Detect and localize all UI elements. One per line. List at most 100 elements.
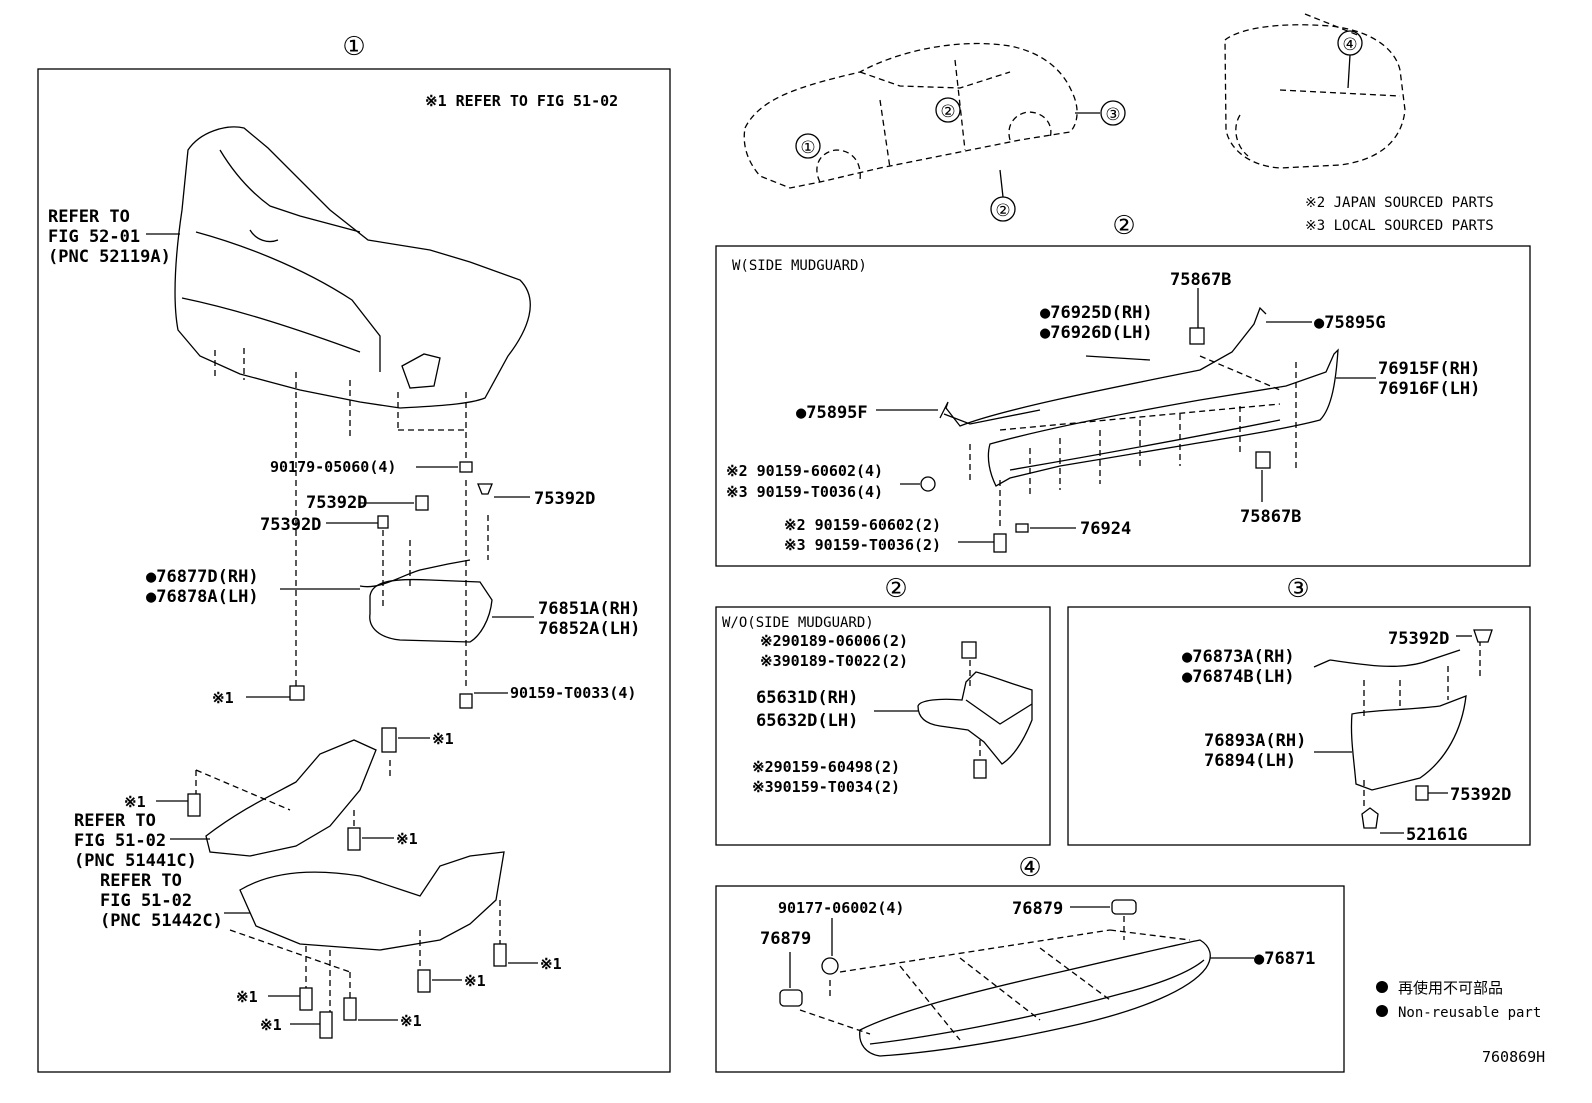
note-refer-fig-51-02: ※1 REFER TO FIG 51-02: [425, 92, 618, 110]
car-section-callouts: [795, 30, 1363, 222]
section-markers: ① ② ② ③ ④: [342, 32, 1309, 883]
panel-rear-mudguard-frame: [1067, 606, 1531, 846]
wo-mudguard-guides: [969, 660, 981, 760]
under-cover-guides: [195, 760, 501, 1020]
part-76851a: 76851A(RH): [538, 599, 640, 619]
ref-mark-1-g: ※1: [236, 988, 258, 1006]
part-75867b-top: 75867B: [1170, 270, 1231, 290]
part-90159-t0036-2: ※3 90159-T0036(2): [784, 536, 941, 554]
wo-mudguard-labels: W/O(SIDE MUDGUARD) ※290189-06006(2) ※390…: [722, 615, 908, 796]
under-cover-drawing: [205, 739, 505, 951]
legend-dot-en: [1376, 1005, 1388, 1017]
legend: 再使用不可部品 Non-reusable part 760869H: [1376, 979, 1545, 1066]
car-side-illustration: [743, 42, 1078, 189]
part-90159-60498: ※290159-60498(2): [752, 758, 900, 776]
part-75895g: ●75895G: [1314, 313, 1386, 333]
part-90159-t0034: ※390159-T0034(2): [752, 778, 900, 796]
part-65632d: 65632D(LH): [756, 711, 858, 731]
ref-fig-51441c-line1: REFER TO: [74, 811, 156, 831]
section-marker-2-side: ②: [1112, 211, 1135, 241]
ref-fig-51441c-line3: (PNC 51441C): [74, 851, 197, 871]
rear-mudguard-guides: [1363, 640, 1481, 810]
panel-front-bumper-frame: [37, 68, 671, 1073]
part-90159-60602-4: ※2 90159-60602(4): [726, 462, 883, 480]
side-mudguard-labels: W(SIDE MUDGUARD) 75867B ●76925D(RH) ●769…: [726, 258, 1480, 554]
part-75392d-rear-top: 75392D: [1388, 629, 1449, 649]
part-52161g: 52161G: [1406, 825, 1467, 845]
front-bumper-drawing: [174, 126, 531, 409]
part-75392d-rear-bottom: 75392D: [1450, 785, 1511, 805]
part-76894: 76894(LH): [1204, 751, 1296, 771]
wo-mudguard-fasteners: [961, 641, 987, 779]
part-76925d: ●76925D(RH): [1040, 303, 1153, 323]
part-76879-left: 76879: [760, 929, 811, 949]
ref-fig-52-01-line3: (PNC 52119A): [48, 247, 171, 267]
section-marker-2-wo: ②: [884, 574, 907, 604]
legend-dot-jp: [1376, 981, 1388, 993]
ref-mark-1-i: ※1: [400, 1012, 422, 1030]
side-mudguard-leaders: [876, 288, 1376, 543]
part-76879-right: 76879: [1012, 899, 1063, 919]
part-90159-t0036-4: ※3 90159-T0036(4): [726, 483, 883, 501]
car-callout-4: ④: [1342, 35, 1357, 55]
part-76924: 76924: [1080, 519, 1131, 539]
front-bumper-guides: [214, 348, 489, 700]
ref-mark-1-d: ※1: [396, 830, 418, 848]
ref-fig-51442c-line3: (PNC 51442C): [100, 911, 223, 931]
rear-mudguard-leaders: [1313, 635, 1472, 834]
front-leaders: [146, 233, 538, 1025]
part-76877d: ●76877D(RH): [146, 567, 259, 587]
part-76873a: ●76873A(RH): [1182, 647, 1295, 667]
part-75867b-bottom: 75867B: [1240, 507, 1301, 527]
legend-label-jp: 再使用不可部品: [1398, 979, 1503, 997]
part-76915f: 76915F(RH): [1378, 359, 1480, 379]
legend-label-en: Non-reusable part: [1398, 1005, 1541, 1021]
rear-mudguard-fasteners: [1361, 629, 1493, 829]
panel-without-mudguard-frame: [715, 606, 1051, 846]
side-mudguard-drawing: [939, 306, 1339, 487]
figure-id: 760869H: [1482, 1048, 1545, 1066]
part-90179-05060: 90179-05060(4): [270, 458, 396, 476]
part-76871: ●76871: [1254, 949, 1315, 969]
note-local-sourced: ※3 LOCAL SOURCED PARTS: [1305, 218, 1494, 234]
panel-rear-spoiler-frame: [715, 885, 1345, 1073]
wo-mudguard-drawing: [917, 671, 1033, 765]
panel-title-with-mudguard: W(SIDE MUDGUARD): [732, 258, 867, 274]
section-marker-1: ①: [342, 32, 365, 62]
car-callout-2a: ②: [940, 102, 955, 122]
part-76926d: ●76926D(LH): [1040, 323, 1153, 343]
part-90189-t0022: ※390189-T0022(2): [760, 652, 908, 670]
part-65631d: 65631D(RH): [756, 688, 858, 708]
ref-fig-51441c-line2: FIG 51-02: [74, 831, 166, 851]
part-76916f: 76916F(LH): [1378, 379, 1480, 399]
section-marker-4: ④: [1018, 853, 1041, 883]
rear-spoiler-drawing: [859, 939, 1211, 1057]
note-japan-sourced: ※2 JAPAN SOURCED PARTS: [1305, 195, 1494, 211]
part-90177-06002: 90177-06002(4): [778, 899, 904, 917]
front-labels: REFER TO FIG 52-01 (PNC 52119A) 90179-05…: [48, 207, 640, 1034]
part-90159-t0033: 90159-T0033(4): [510, 684, 636, 702]
rear-spoiler-labels: 90177-06002(4) 76879 76879 ●76871: [760, 899, 1315, 969]
car-callout-2b: ②: [995, 201, 1010, 221]
rear-mudguard-labels: 75392D ●76873A(RH) ●76874B(LH) 76893A(RH…: [1182, 629, 1511, 845]
rear-spoiler-fasteners: [779, 899, 1137, 1007]
notes: ※1 REFER TO FIG 51-02 ※2 JAPAN SOURCED P…: [425, 92, 1494, 234]
ref-mark-1-c: ※1: [124, 793, 146, 811]
part-76893a: 76893A(RH): [1204, 731, 1306, 751]
ref-fig-52-01-line2: FIG 52-01: [48, 227, 140, 247]
part-76878a: ●76878A(LH): [146, 587, 259, 607]
ref-fig-51442c-line1: REFER TO: [100, 871, 182, 891]
panel-side-mudguard-frame: [715, 245, 1531, 567]
part-75895f: ●75895F: [796, 403, 868, 423]
front-fasteners: [187, 461, 507, 1039]
part-76852a: 76852A(LH): [538, 619, 640, 639]
side-mudguard-guides: [969, 355, 1297, 530]
ref-mark-1-f: ※1: [464, 972, 486, 990]
section-marker-3: ③: [1286, 574, 1309, 604]
part-75392d-a: 75392D: [306, 493, 367, 513]
car-callout-1: ①: [800, 138, 815, 158]
ref-mark-1-a: ※1: [212, 689, 234, 707]
part-75392d-b: 75392D: [534, 489, 595, 509]
